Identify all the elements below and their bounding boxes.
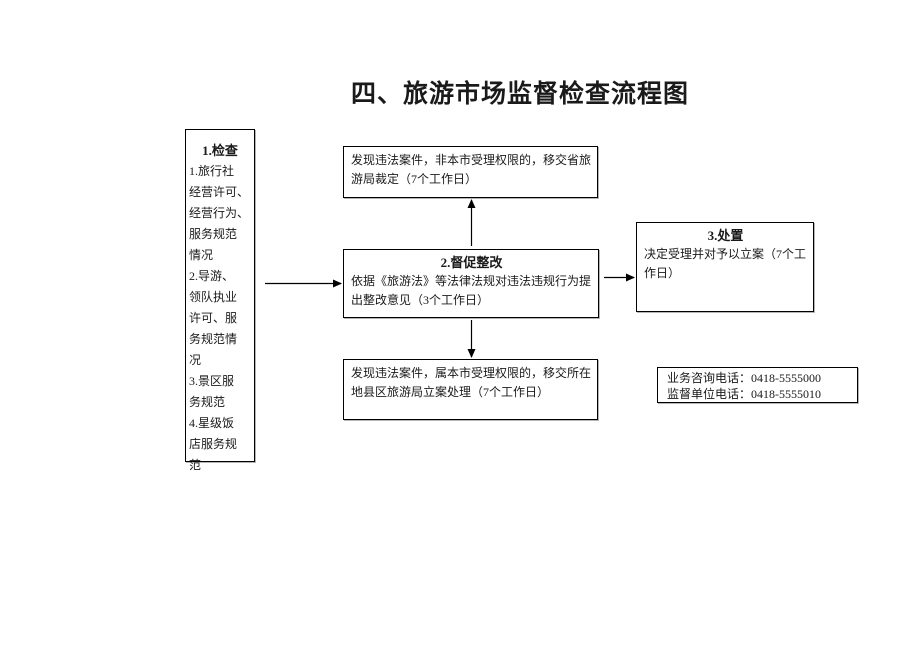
rectify-box: 2.督促整改 依据《旅游法》等法律法规对违法违规行为提 出整改意见（3个工作日）: [343, 249, 599, 318]
dispose-box-body: 决定受理并对予以立案（7个工 作日）: [644, 247, 807, 280]
rectify-box-title: 2.督促整改: [440, 255, 503, 270]
province-referral-box: 发现违法案件，非本市受理权限的，移交省旅 游局裁定（7个工作日）: [343, 146, 598, 198]
county-referral-box: 发现违法案件，属本市受理权限的，移交所在 地县区旅游局立案处理（7个工作日）: [343, 359, 598, 420]
inspect-box-title: 1.检查: [202, 143, 238, 158]
inspect-box: 1.检查 1.旅行社 经营许可、 经营行为、 服务规范 情况 2.导游、 领队执…: [185, 129, 255, 472]
inspect-box-body: 1.旅行社 经营许可、 经营行为、 服务规范 情况 2.导游、 领队执业 许可、…: [189, 164, 250, 472]
rectify-box-body: 依据《旅游法》等法律法规对违法违规行为提 出整改意见（3个工作日）: [351, 274, 592, 307]
contact-consult-phone: 业务咨询电话：0418-5555000: [667, 371, 821, 385]
contact-box: 业务咨询电话：0418-5555000 监督单位电话：0418-5555010: [657, 367, 858, 403]
province-referral-box-body: 发现违法案件，非本市受理权限的，移交省旅 游局裁定（7个工作日）: [351, 153, 592, 186]
contact-supervise-phone: 监督单位电话：0418-5555010: [667, 387, 821, 401]
dispose-box: 3.处置 决定受理并对予以立案（7个工 作日）: [636, 222, 814, 312]
page-title: 四、旅游市场监督检查流程图: [350, 81, 689, 108]
dispose-box-title: 3.处置: [707, 228, 744, 243]
county-referral-box-body: 发现违法案件，属本市受理权限的，移交所在 地县区旅游局立案处理（7个工作日）: [351, 366, 592, 399]
